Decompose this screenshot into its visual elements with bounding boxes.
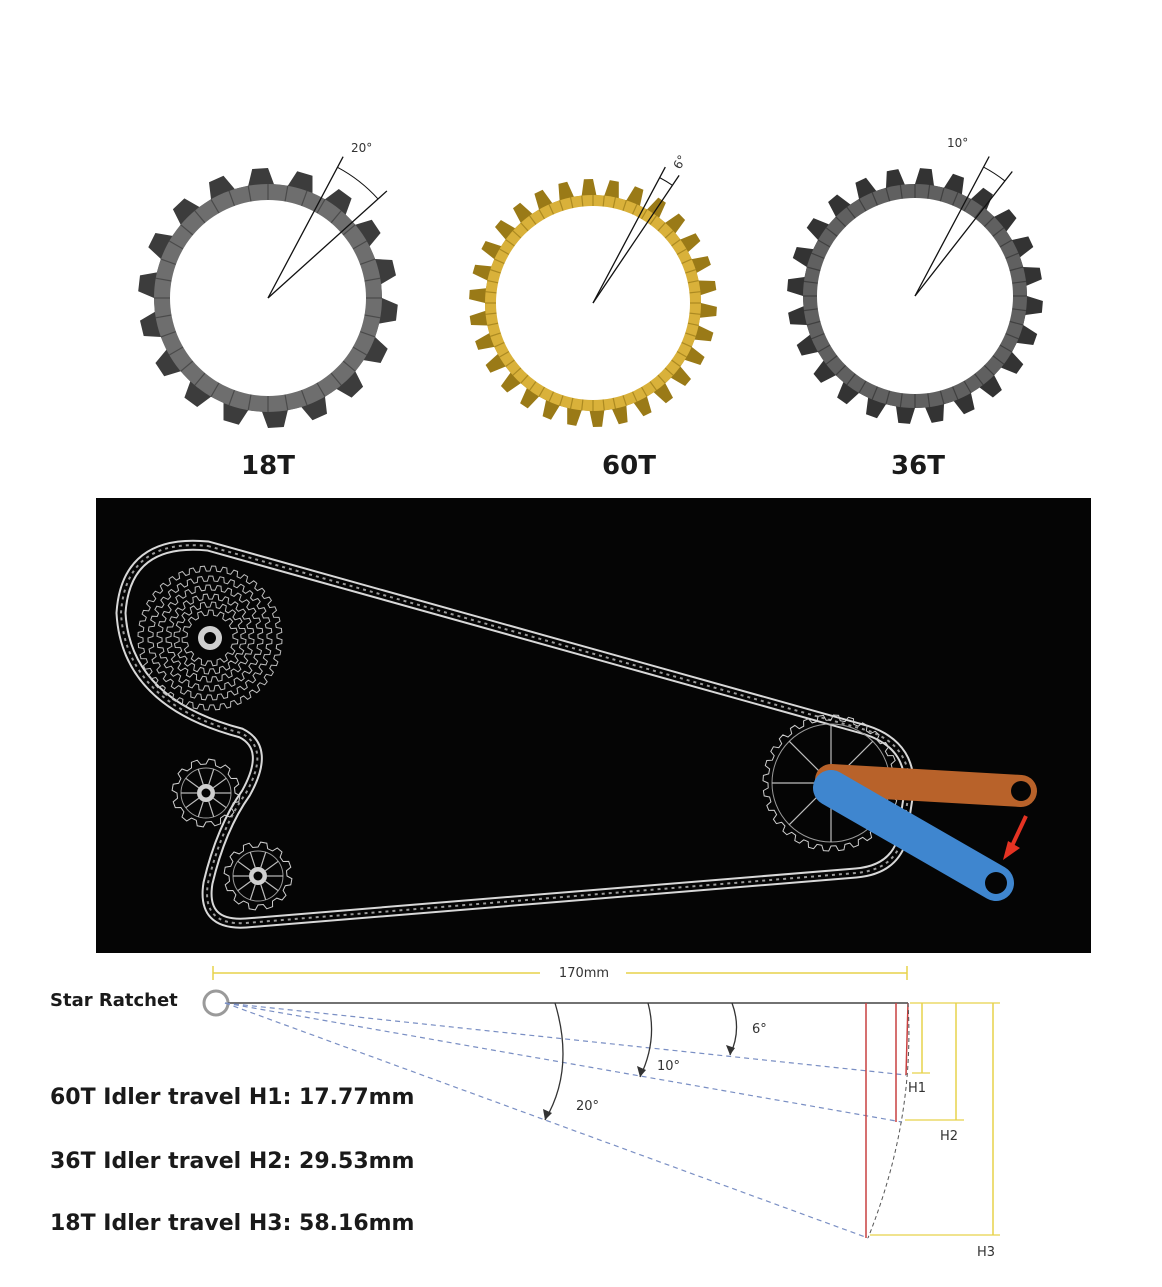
angle-arc: [659, 177, 673, 186]
h2-label: H2: [940, 1129, 958, 1144]
ratchet-label-18t: 18T: [241, 451, 295, 481]
angle-ray: [914, 171, 1013, 297]
angle-ray: [592, 174, 680, 304]
angle-ray: [914, 156, 990, 297]
angle-label-6: 6°: [670, 153, 689, 172]
angle-ray: [592, 166, 666, 304]
crank-arm-blue: [813, 770, 1014, 901]
angle-10-label: 10°: [657, 1059, 680, 1074]
ratchet-comparison: 18T 60T 36T 20° 6° 10°: [138, 136, 1043, 481]
angle-ray: [267, 156, 344, 299]
travel-geometry-diagram: 170mm 6° 10° 20° H1 H2 H3: [202, 962, 1000, 1260]
h1-label: H1: [908, 1081, 926, 1096]
h3-label: H3: [977, 1245, 995, 1260]
crank-length-label: 170mm: [559, 966, 609, 981]
ratchet-36t: [787, 156, 1043, 424]
drivetrain-diagram: [96, 498, 1091, 953]
cassette-icon: [137, 565, 283, 711]
angle-6-label: 6°: [752, 1022, 767, 1037]
angle-label-20: 20°: [351, 141, 372, 155]
star-ratchet-label: Star Ratchet: [50, 990, 178, 1011]
ratchet-label-36t: 36T: [891, 451, 945, 481]
crank-arm-orange: [815, 764, 1037, 807]
angle-20-label: 20°: [576, 1099, 599, 1114]
idler-pulley-icon: [223, 841, 293, 911]
red-arrow-icon: [1003, 815, 1028, 860]
ratchet-60t: [469, 166, 717, 427]
angle-arc: [983, 166, 1006, 182]
angle-label-10: 10°: [947, 136, 968, 150]
travel-h3: 18T Idler travel H3: 58.16mm: [50, 1211, 415, 1236]
angle-arc: [337, 166, 379, 200]
star-ratchet-pivot: [202, 989, 230, 1017]
ratchet-label-60t: 60T: [602, 451, 656, 481]
travel-h2: 36T Idler travel H2: 29.53mm: [50, 1149, 415, 1174]
travel-h1: 60T Idler travel H1: 17.77mm: [50, 1085, 415, 1110]
ratchet-18t: [138, 156, 398, 428]
angle-ray: [267, 190, 388, 299]
idler-pulley-icon: [171, 758, 241, 828]
